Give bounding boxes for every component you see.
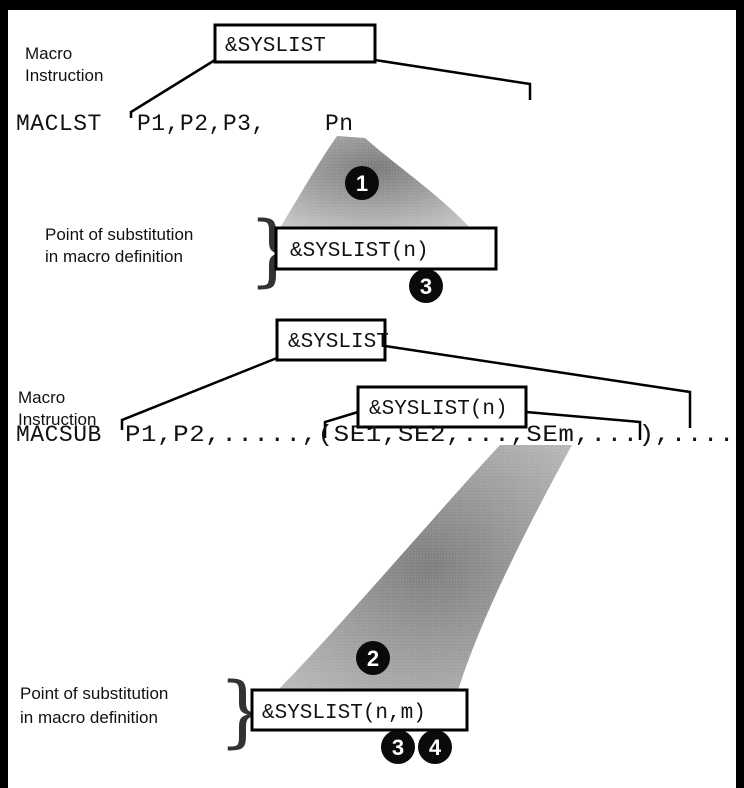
bottom-sublist-box bbox=[356, 385, 528, 429]
bottom-bracket-right bbox=[384, 344, 692, 428]
frame-right bbox=[736, 0, 744, 788]
bottom-substitution-label-1: Point of substitution bbox=[20, 684, 168, 703]
marker-2-circle bbox=[356, 641, 390, 675]
top-instruction-last: Pn bbox=[325, 111, 354, 137]
frame-left bbox=[0, 0, 8, 788]
marker-2-label: 2 bbox=[367, 646, 379, 671]
bottom-substitution-box-label: &SYSLIST(n,m) bbox=[262, 702, 426, 725]
top-bracket-left bbox=[129, 58, 216, 118]
bottom-sublist-bracket-right bbox=[525, 410, 642, 440]
marker-3-top-label: 3 bbox=[420, 274, 432, 299]
top-instruction-keyword: MACLST bbox=[16, 111, 102, 137]
top-bracket-right bbox=[374, 58, 532, 100]
marker-4-label: 4 bbox=[429, 735, 442, 760]
bottom-syslist-box bbox=[275, 318, 387, 362]
top-macro-label-1: Macro bbox=[25, 44, 72, 63]
bottom-macro-label-2: Instruction bbox=[18, 410, 96, 429]
top-instruction-operands: P1,P2,P3, bbox=[137, 111, 266, 137]
bottom-bracket-left bbox=[120, 356, 278, 430]
marker-3-top-circle bbox=[409, 269, 443, 303]
bottom-instruction-operands: P1,P2,.....,(SE1,SE2,...,SEm,...),.... bbox=[125, 422, 735, 448]
top-substitution-box bbox=[274, 226, 498, 271]
marker-1-circle bbox=[345, 166, 379, 200]
marker-3-bottom-circle bbox=[381, 730, 415, 764]
top-syslist-box bbox=[213, 23, 377, 64]
marker-1-label: 1 bbox=[356, 171, 368, 196]
marker-3-bottom-label: 3 bbox=[392, 735, 404, 760]
bottom-section: &SYSLIST &SYSLIST(n) Macro Instruction M… bbox=[16, 318, 735, 764]
bottom-syslist-box-label: &SYSLIST bbox=[288, 331, 389, 354]
bottom-sublist-box-label: &SYSLIST(n) bbox=[369, 398, 508, 421]
bottom-shade-texture bbox=[256, 445, 572, 712]
top-section: &SYSLIST Macro Instruction MACLST P1,P2,… bbox=[16, 23, 532, 303]
top-substitution-label-2: in macro definition bbox=[45, 247, 183, 266]
marker-4-circle bbox=[418, 730, 452, 764]
top-substitution-box-label: &SYSLIST(n) bbox=[290, 240, 429, 263]
bottom-sublist-bracket-left bbox=[323, 410, 359, 438]
bottom-substitution-box bbox=[250, 688, 469, 732]
bottom-substitution-label-2: in macro definition bbox=[20, 708, 158, 727]
top-syslist-box-label: &SYSLIST bbox=[225, 35, 326, 58]
bottom-macro-label-1: Macro bbox=[18, 388, 65, 407]
bottom-instruction-keyword: MACSUB bbox=[16, 422, 102, 448]
top-macro-label-2: Instruction bbox=[25, 66, 103, 85]
frame-top bbox=[0, 0, 744, 10]
top-substitution-label-1: Point of substitution bbox=[45, 225, 193, 244]
